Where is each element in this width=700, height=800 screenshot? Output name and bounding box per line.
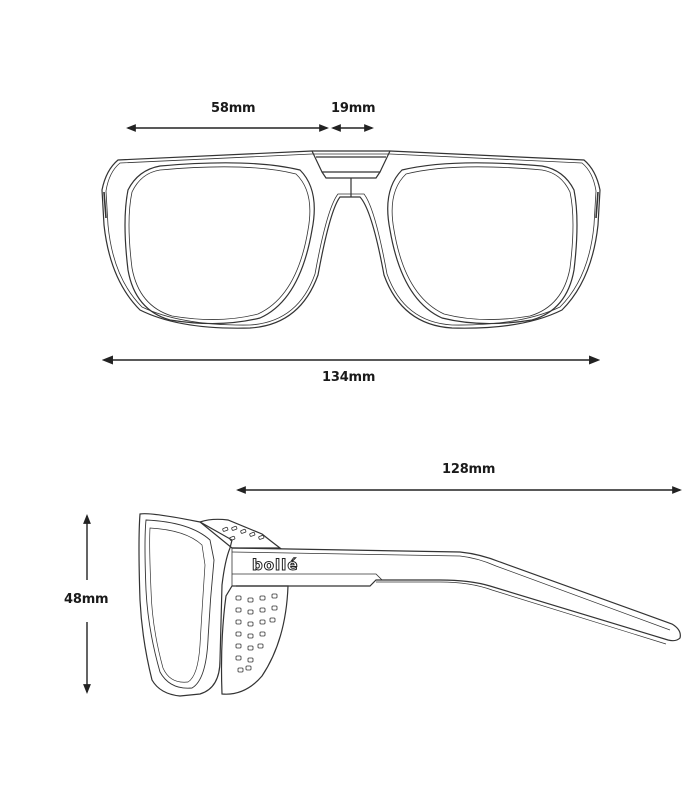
side-view (83, 486, 682, 697)
front-view (101, 124, 601, 365)
bridge-width-label: 19mm (331, 101, 376, 116)
temple-length-label: 128mm (442, 462, 496, 477)
lens-height-label: 48mm (64, 592, 109, 607)
frame-width-label: 134mm (322, 370, 376, 385)
brand-logo: bollé (252, 556, 299, 574)
brow-vent-holes (222, 525, 265, 541)
side-vent-holes (235, 593, 278, 673)
lens-width-label: 58mm (211, 101, 256, 116)
